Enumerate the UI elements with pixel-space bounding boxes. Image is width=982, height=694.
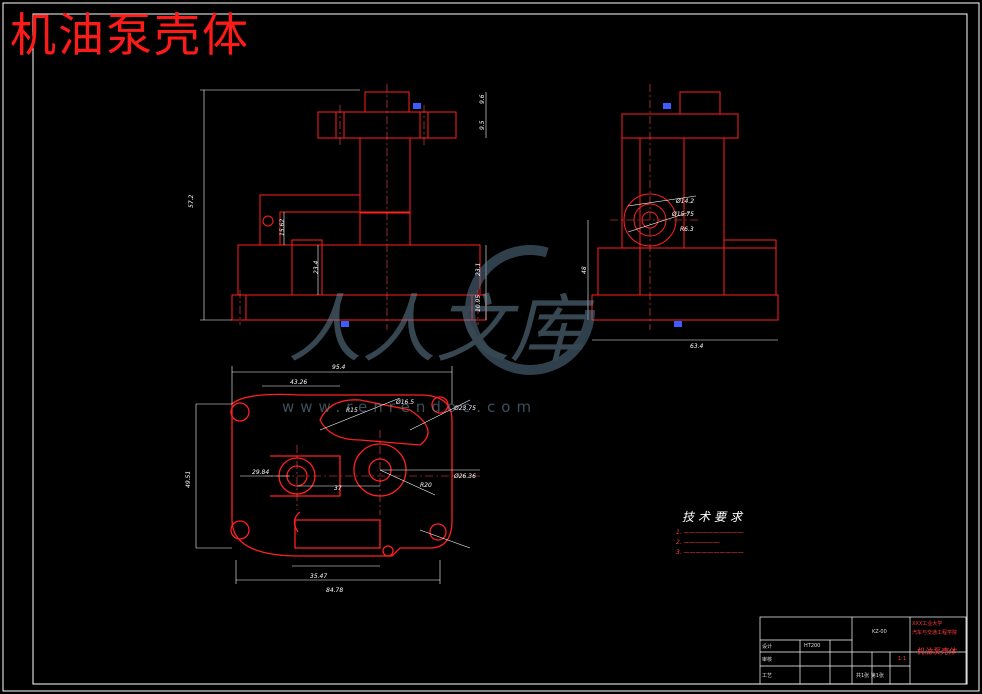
tb-designer: 设计 <box>762 644 773 650</box>
dim-front-side: 15.62 <box>279 219 286 236</box>
tech-requirements-notes: 1. —————————— 2. —————— 3. —————————— <box>676 528 744 558</box>
tech-requirements-title: 技术要求 <box>682 510 747 524</box>
front-view-centerlines <box>239 84 479 330</box>
dim-front-mid: 23.4 <box>313 260 320 274</box>
side-view <box>591 91 779 321</box>
side-view-centerlines <box>610 84 700 330</box>
tb-code: KZ-00 <box>872 629 887 635</box>
front-view-dim-lines <box>200 89 487 321</box>
dim-plan-total: 84.78 <box>326 587 343 594</box>
view-markers <box>341 103 682 327</box>
dim-front-right: 23.1 <box>475 263 482 276</box>
dim-plan-r1: R15 <box>346 407 358 414</box>
dim-front-base: 10.95 <box>475 295 482 312</box>
dim-plan-r4: Ø16.5 <box>395 399 414 406</box>
tb-school: XXX工业大学 <box>912 621 943 627</box>
tb-dept: 汽车与交通工程学院 <box>912 630 958 636</box>
dim-side-r2: Ø15.75 <box>671 211 694 218</box>
note-line: 3. —————————— <box>676 549 744 556</box>
tb-checker: 审核 <box>762 657 773 663</box>
note-line: 1. —————————— <box>676 529 744 536</box>
watermark: 人人文库 <box>288 245 595 375</box>
dim-plan-left-height: 49.51 <box>185 471 192 488</box>
tb-material: HT200 <box>804 643 821 649</box>
dim-front-flange: 9.5 <box>479 120 486 130</box>
dim-side-width: 63.4 <box>690 343 704 350</box>
dim-front-height: 57.2 <box>188 194 195 208</box>
dim-front-top: 9.6 <box>479 94 486 104</box>
dim-plan-top: 43.26 <box>290 379 307 386</box>
dim-plan-left: 29.84 <box>252 469 269 476</box>
side-view-dim-lines <box>587 195 778 341</box>
dim-side-height: 48 <box>581 266 588 274</box>
note-line: 2. —————— <box>676 539 720 546</box>
plan-view-dim-lines <box>195 366 480 584</box>
drawing-title: 机油泵壳体 <box>10 8 250 62</box>
watermark-url: www.renrendoc.com <box>282 398 538 416</box>
dim-plan-r2: Ø26.36 <box>453 473 476 480</box>
dim-plan-r5: Ø23.75 <box>453 405 476 412</box>
plan-view-centerlines <box>265 430 480 515</box>
watermark-brand: 人人文库 <box>288 287 595 373</box>
tb-part-name: 机油泵壳体 <box>916 647 956 656</box>
front-view <box>231 91 487 321</box>
title-block <box>759 616 967 685</box>
tb-scale: 1:1 <box>898 656 907 662</box>
tb-craft: 工艺 <box>762 673 773 679</box>
dim-plan-bottom: 35.47 <box>310 573 327 580</box>
dim-plan-r3: R20 <box>420 482 432 489</box>
dim-plan-center: 37 <box>334 485 342 492</box>
dim-side-r3: R6.3 <box>680 226 694 233</box>
inner-border <box>32 13 968 685</box>
dim-side-r1: Ø14.2 <box>675 198 694 205</box>
dim-plan-width: 95.4 <box>332 364 346 371</box>
tb-sheet: 共1张 第1张 <box>856 673 884 679</box>
